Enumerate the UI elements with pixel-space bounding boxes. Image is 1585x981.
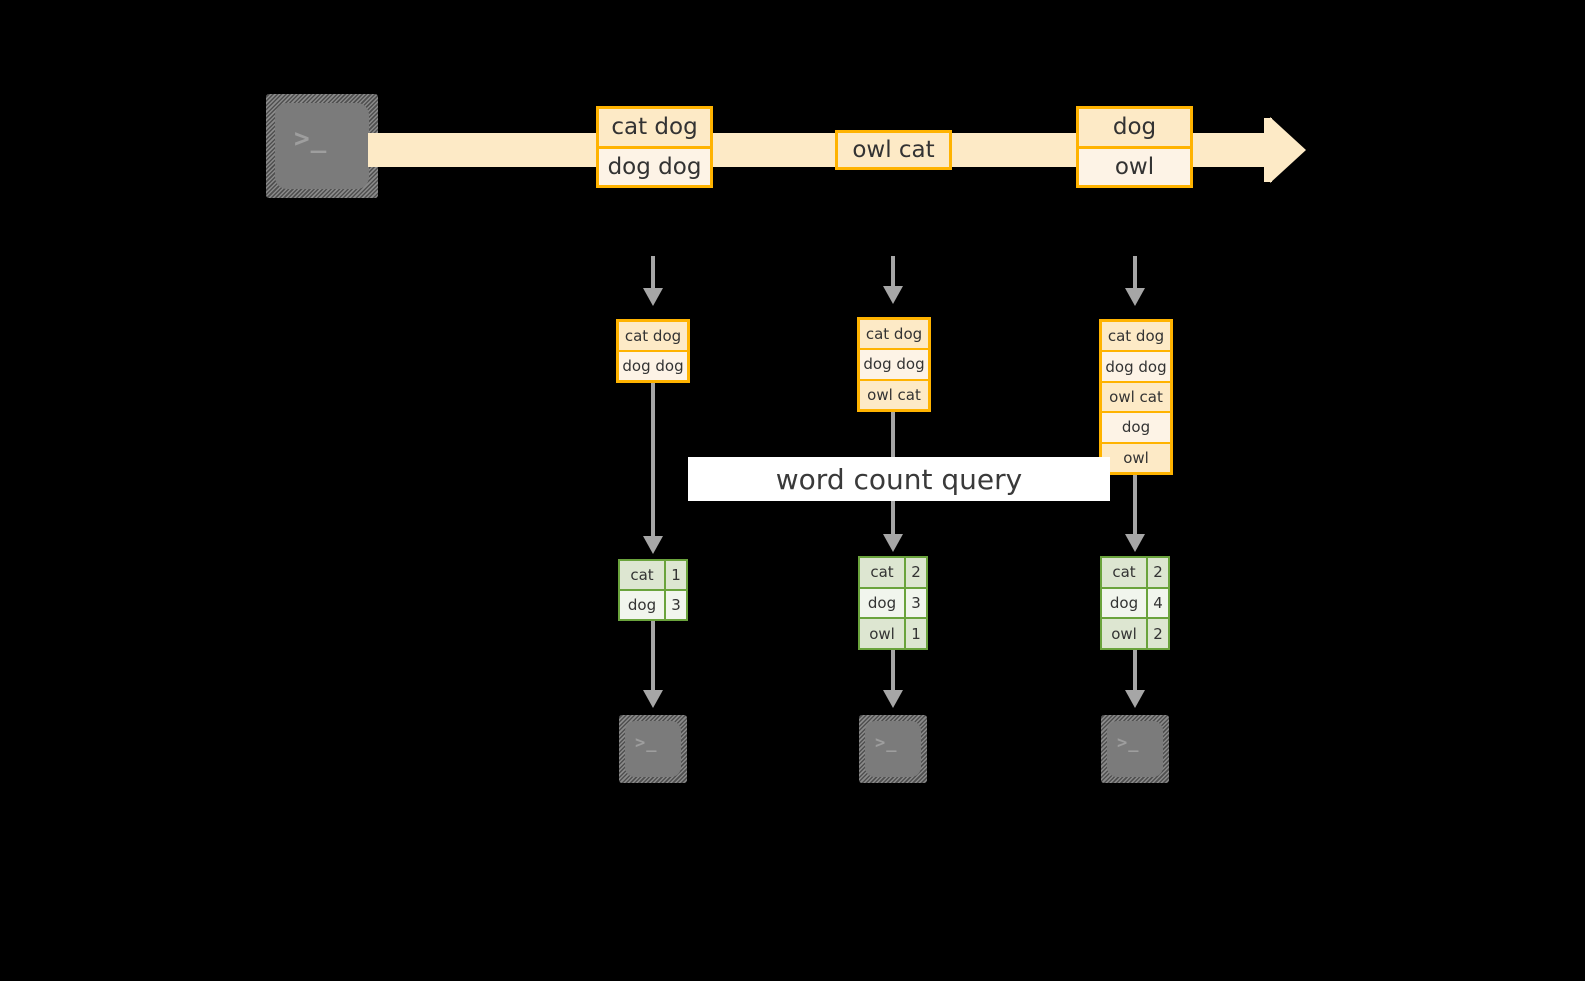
snapshot-1-dashed-connector — [651, 256, 655, 290]
snapshot-log-row: cat dog — [1102, 322, 1170, 351]
stream-message-group-1[interactable]: cat dog dog dog — [596, 106, 713, 188]
snapshot-log-row: owl — [1102, 441, 1170, 473]
snapshot-3-log[interactable]: cat dog dog dog owl cat dog owl — [1099, 319, 1173, 475]
stream-band-segment-1 — [368, 133, 600, 167]
table-row: cat 2 — [1102, 558, 1168, 587]
table-cell-count: 1 — [664, 561, 686, 589]
table-cell-word: cat — [860, 558, 904, 587]
stream-message-row: cat dog — [599, 109, 710, 146]
stream-band-segment-3 — [952, 133, 1080, 167]
stream-message-group-2[interactable]: owl cat — [835, 130, 952, 170]
terminal-prompt-glyph: >_ — [294, 124, 328, 154]
snapshot-1-output-arrowhead-icon — [643, 690, 663, 708]
terminal-screen — [865, 721, 921, 777]
stream-message-row: dog dog — [599, 145, 710, 185]
snapshot-3-query-arrowhead-icon — [1125, 534, 1145, 552]
snapshot-log-row: owl cat — [860, 378, 928, 409]
snapshot-1-result-table[interactable]: cat 1 dog 3 — [618, 559, 688, 621]
snapshot-log-row: cat dog — [860, 320, 928, 349]
snapshot-3-result-table[interactable]: cat 2 dog 4 owl 2 — [1100, 556, 1170, 650]
table-cell-count: 2 — [1146, 558, 1168, 587]
stream-arrow-shoulder — [1264, 118, 1272, 182]
table-cell-word: owl — [860, 619, 904, 649]
terminal-prompt-glyph: >_ — [1117, 733, 1140, 753]
stream-arrowhead-icon — [1270, 117, 1306, 183]
table-row: dog 3 — [860, 586, 926, 618]
table-row: cat 2 — [860, 558, 926, 587]
table-cell-count: 2 — [904, 558, 926, 587]
snapshot-log-row: dog dog — [860, 348, 928, 379]
terminal-prompt-glyph: >_ — [875, 733, 898, 753]
snapshot-2-output-connector — [891, 650, 895, 694]
snapshot-1-output-connector — [651, 621, 655, 694]
stream-band-segment-2 — [710, 133, 838, 167]
stream-message-row: owl — [1079, 145, 1190, 185]
table-row: dog 4 — [1102, 586, 1168, 618]
stream-message-row: owl cat — [838, 133, 949, 167]
stream-message-group-3[interactable]: dog owl — [1076, 106, 1193, 188]
table-cell-count: 3 — [664, 591, 686, 619]
snapshot-2-dashed-connector — [891, 256, 895, 288]
snapshot-2-dashed-arrowhead-icon — [883, 286, 903, 304]
terminal-screen — [625, 721, 681, 777]
table-cell-count: 4 — [1146, 588, 1168, 618]
table-cell-word: cat — [620, 561, 664, 589]
snapshot-2-consumer-terminal-icon: >_ — [859, 715, 927, 783]
table-cell-word: cat — [1102, 558, 1146, 587]
snapshot-1-query-arrowhead-icon — [643, 536, 663, 554]
table-row: owl 2 — [1102, 617, 1168, 649]
terminal-prompt-glyph: >_ — [635, 733, 658, 753]
table-cell-word: dog — [620, 591, 664, 619]
snapshot-1-dashed-arrowhead-icon — [643, 288, 663, 306]
snapshot-log-row: cat dog — [619, 322, 687, 350]
query-label-band: word count query — [688, 457, 1110, 501]
table-cell-word: owl — [1102, 619, 1146, 649]
table-cell-word: dog — [860, 588, 904, 618]
snapshot-1-consumer-terminal-icon: >_ — [619, 715, 687, 783]
table-row: cat 1 — [620, 561, 686, 589]
snapshot-3-output-arrowhead-icon — [1125, 690, 1145, 708]
snapshot-2-output-arrowhead-icon — [883, 690, 903, 708]
snapshot-3-dashed-arrowhead-icon — [1125, 288, 1145, 306]
snapshot-log-row: dog dog — [1102, 350, 1170, 381]
query-label: word count query — [775, 462, 1023, 496]
snapshot-log-row: dog dog — [619, 350, 687, 380]
stream-message-row: dog — [1079, 109, 1190, 146]
snapshot-2-log[interactable]: cat dog dog dog owl cat — [857, 317, 931, 412]
terminal-screen — [1107, 721, 1163, 777]
snapshot-log-row: dog — [1102, 411, 1170, 442]
terminal-screen — [275, 103, 369, 189]
snapshot-3-dashed-connector — [1133, 256, 1137, 290]
producer-terminal-icon: >_ — [266, 94, 378, 198]
table-row: dog 3 — [620, 589, 686, 619]
table-cell-count: 1 — [904, 619, 926, 649]
snapshot-3-output-connector — [1133, 650, 1137, 694]
table-cell-count: 3 — [904, 588, 926, 618]
stream-band-segment-4 — [1192, 133, 1270, 167]
snapshot-log-row: owl cat — [1102, 380, 1170, 412]
snapshot-3-consumer-terminal-icon: >_ — [1101, 715, 1169, 783]
snapshot-3-query-connector — [1133, 475, 1137, 538]
snapshot-1-query-connector — [651, 383, 655, 540]
table-cell-count: 2 — [1146, 619, 1168, 649]
snapshot-2-query-arrowhead-icon — [883, 534, 903, 552]
snapshot-2-result-table[interactable]: cat 2 dog 3 owl 1 — [858, 556, 928, 650]
table-row: owl 1 — [860, 617, 926, 649]
table-cell-word: dog — [1102, 588, 1146, 618]
snapshot-1-log[interactable]: cat dog dog dog — [616, 319, 690, 383]
